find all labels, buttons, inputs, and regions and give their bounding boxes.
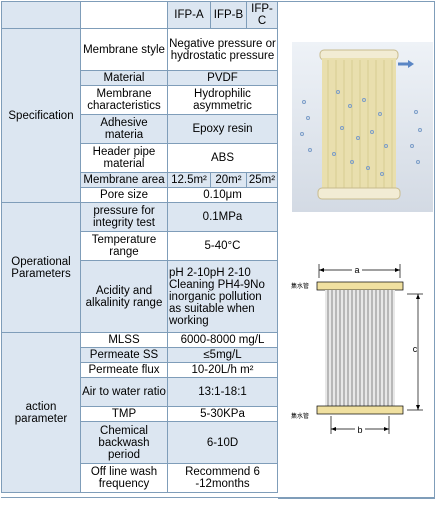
col-header-ifp-a: IFP-A bbox=[167, 1, 211, 29]
value-air-water: 13:1-18:1 bbox=[167, 377, 278, 407]
value-permeate-flux: 10-20L/h m² bbox=[167, 362, 278, 378]
label-membrane-style: Membrane style bbox=[80, 28, 168, 71]
header-blank-label bbox=[80, 1, 168, 29]
label-membrane-characteristics: Membrane characteristics bbox=[80, 85, 168, 115]
value-area-b: 20m² bbox=[210, 172, 247, 188]
dimension-b: b bbox=[357, 425, 362, 435]
value-membrane-style: Negative pressure or hydrostatic pressur… bbox=[167, 28, 278, 71]
value-pressure: 0.1MPa bbox=[167, 202, 278, 232]
header-bottom-label: 集水管 bbox=[291, 412, 309, 420]
module-dimension-drawing: 集水管 集水管 a c b bbox=[291, 264, 423, 435]
value-permeate-ss: ≤5mg/L bbox=[167, 347, 278, 363]
value-header-pipe: ABS bbox=[167, 143, 278, 173]
label-permeate-ss: Permeate SS bbox=[80, 347, 168, 363]
value-area-a: 12.5m² bbox=[167, 172, 211, 188]
value-acidity: pH 2-10pH 2-10 Cleaning PH4-9No inorgani… bbox=[167, 260, 278, 333]
header-blank-cat bbox=[1, 1, 81, 29]
value-pore-size: 0.10μm bbox=[167, 187, 278, 203]
specification-table: IFP-A IFP-B IFP-C Specification Membrane… bbox=[1, 1, 278, 493]
label-temperature: Temperature range bbox=[80, 231, 168, 261]
label-header-pipe: Header pipe material bbox=[80, 143, 168, 173]
label-permeate-flux: Permeate flux bbox=[80, 362, 168, 378]
membrane-module-photo bbox=[292, 42, 433, 212]
value-temperature: 5-40°C bbox=[167, 231, 278, 261]
label-adhesive: Adhesive materia bbox=[80, 114, 168, 144]
label-pore-size: Pore size bbox=[80, 187, 168, 203]
header-top-label: 集水管 bbox=[291, 282, 309, 290]
value-mlss: 6000-8000 mg/L bbox=[167, 332, 278, 348]
category-operational: Operational Parameters bbox=[1, 202, 81, 333]
category-action: action parameter bbox=[1, 332, 81, 493]
value-backwash: 6-10D bbox=[167, 421, 278, 464]
label-air-water: Air to water ratio bbox=[80, 377, 168, 407]
col-header-ifp-b: IFP-B bbox=[210, 1, 247, 29]
value-membrane-characteristics: Hydrophilic asymmetric bbox=[167, 85, 278, 115]
value-area-c: 25m² bbox=[246, 172, 278, 188]
dimension-a: a bbox=[354, 265, 359, 275]
label-mlss: MLSS bbox=[80, 332, 168, 348]
value-offline-wash: Recommend 6 -12months bbox=[167, 463, 278, 493]
label-offline-wash: Off line wash frequency bbox=[80, 463, 168, 493]
label-membrane-area: Membrane area bbox=[80, 172, 168, 188]
label-material: Material bbox=[80, 70, 168, 86]
value-adhesive: Epoxy resin bbox=[167, 114, 278, 144]
label-tmp: TMP bbox=[80, 406, 168, 422]
bottom-border bbox=[1, 497, 435, 498]
dimension-c: c bbox=[413, 344, 418, 354]
label-acidity: Acidity and alkalinity range bbox=[80, 260, 168, 333]
col-header-ifp-c: IFP-C bbox=[246, 1, 278, 29]
label-backwash: Chemical backwash period bbox=[80, 421, 168, 464]
label-pressure: pressure for integrity test bbox=[80, 202, 168, 232]
value-tmp: 5-30KPa bbox=[167, 406, 278, 422]
category-specification: Specification bbox=[1, 28, 81, 203]
value-material: PVDF bbox=[167, 70, 278, 86]
